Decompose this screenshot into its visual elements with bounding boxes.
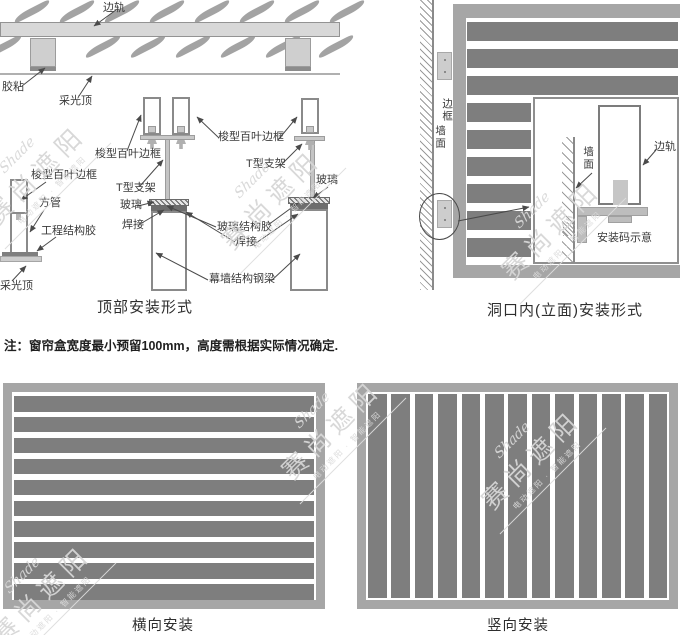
t-bracket-bar (140, 135, 195, 140)
mount-bracket (437, 52, 452, 80)
inset-rail-insert (613, 180, 628, 205)
louver-slat (467, 184, 531, 203)
label-wall-vertical: 墙面 (434, 125, 447, 150)
caption-horizontal-install: 横向安装 (132, 618, 194, 634)
label-weld-mid: 焊接 (122, 219, 144, 231)
vertical-slat (438, 394, 457, 598)
vertical-slat-panel (366, 392, 669, 600)
glue-strip-left (30, 67, 56, 71)
vertical-slat (508, 394, 527, 598)
inset-weld-marks (563, 222, 575, 236)
support-block-right (285, 38, 311, 67)
inset-wall-hatch (562, 137, 575, 262)
louver-slat (467, 76, 678, 95)
horizontal-slat (14, 396, 314, 412)
louver-slat (467, 238, 531, 257)
label-square-tube: 方管 (39, 197, 61, 209)
support-block-left (30, 38, 56, 67)
horizontal-slat (14, 563, 314, 579)
vertical-slat (625, 394, 644, 598)
vertical-slat (368, 394, 387, 598)
adhesive-strip (2, 252, 38, 256)
label-glass-adhesive: 玻璃结构胶 (217, 221, 272, 233)
opening-frame-bottom (453, 265, 680, 278)
label-inset-note: 安装码示意 (597, 232, 652, 244)
horizontal-slat (14, 458, 314, 475)
side-rail-bar (0, 22, 340, 37)
label-skylight-top: 采光顶 (59, 95, 92, 107)
bolt-connector (176, 140, 186, 149)
horizontal-slat (14, 479, 314, 496)
vertical-slat (531, 394, 551, 598)
vertical-slat (485, 394, 504, 598)
label-glass-mid: 玻璃 (120, 199, 142, 211)
wall-hatch (420, 0, 434, 290)
vertical-slat (555, 394, 574, 598)
vertical-slat (648, 394, 668, 598)
louver-slat (467, 130, 531, 149)
detail-callout-ellipse (419, 193, 460, 240)
opening-frame-left (453, 4, 466, 278)
opening-frame-top (453, 4, 680, 18)
skylight-line (0, 73, 340, 75)
t-bracket-bar (294, 136, 325, 141)
label-glass-right: 玻璃 (316, 174, 338, 186)
label-glue: 胶粘 (2, 81, 24, 93)
vertical-slat (391, 394, 410, 598)
label-louver-frame-right: 梭型百叶边框 (218, 131, 284, 143)
caption-opening-mounting: 洞口内(立面)安装形式 (487, 302, 643, 319)
inset-bracket-arm (577, 207, 648, 216)
inset-bracket-pad (608, 216, 632, 223)
label-inset-wall: 墙面 (582, 146, 595, 171)
louver-slat (467, 157, 531, 176)
vertical-slat (602, 394, 621, 598)
horizontal-slat (14, 584, 314, 600)
label-eng-adhesive: 工程结构胶 (41, 225, 96, 237)
louver-slat (467, 103, 531, 122)
drawing-note: 注：窗帘盒宽度最小预留100mm，高度需根据实际情况确定. (4, 339, 339, 353)
horizontal-slat (14, 521, 314, 537)
frame-insert (148, 126, 156, 133)
horizontal-slat (14, 500, 314, 516)
frame-connector (16, 214, 21, 220)
skylight-bar (0, 256, 42, 262)
horizontal-slat-panel (12, 392, 316, 600)
vertical-slat (461, 394, 481, 598)
horizontal-slat (14, 542, 314, 558)
frame-insert (177, 126, 185, 133)
steel-beam-box (290, 209, 328, 291)
label-t-bracket-mid: T型支架 (116, 182, 156, 194)
label-louver-frame-mid: 梭型百叶边框 (95, 148, 161, 160)
louver-frame-box (301, 98, 319, 134)
bolt-connector (305, 141, 315, 150)
glass-sealant-strip (149, 199, 189, 206)
label-side-rail: 边轨 (103, 2, 125, 14)
steel-beam-box (151, 211, 187, 291)
louver-slat (467, 49, 678, 68)
caption-top-mounting: 顶部安装形式 (96, 299, 193, 316)
vertical-slat (414, 394, 434, 598)
label-inset-rail: 边轨 (654, 141, 676, 153)
louver-frame-box (143, 97, 161, 135)
caption-vertical-install: 竖向安装 (487, 618, 549, 634)
t-bracket-stem (165, 140, 170, 199)
horizontal-slat (14, 437, 314, 454)
label-skylight-bottom: 采光顶 (0, 280, 33, 292)
glass-sealant-strip (288, 197, 330, 204)
label-louver-frame-left: 梭型百叶边框 (31, 169, 97, 181)
inset-bracket-leg (577, 216, 587, 243)
bolt-connector (147, 140, 157, 149)
label-steel-beam: 幕墙结构钢梁 (209, 273, 275, 285)
louver-frame-box (172, 97, 190, 135)
label-t-bracket-right: T型支架 (246, 158, 286, 170)
label-frame-vertical: 边框 (441, 98, 454, 123)
horizontal-slat (14, 416, 314, 433)
glue-strip-right (285, 67, 311, 71)
label-weld-right: 焊接 (235, 236, 257, 248)
vertical-slat (578, 394, 598, 598)
frame-insert (306, 126, 314, 133)
louver-slat (467, 22, 678, 41)
